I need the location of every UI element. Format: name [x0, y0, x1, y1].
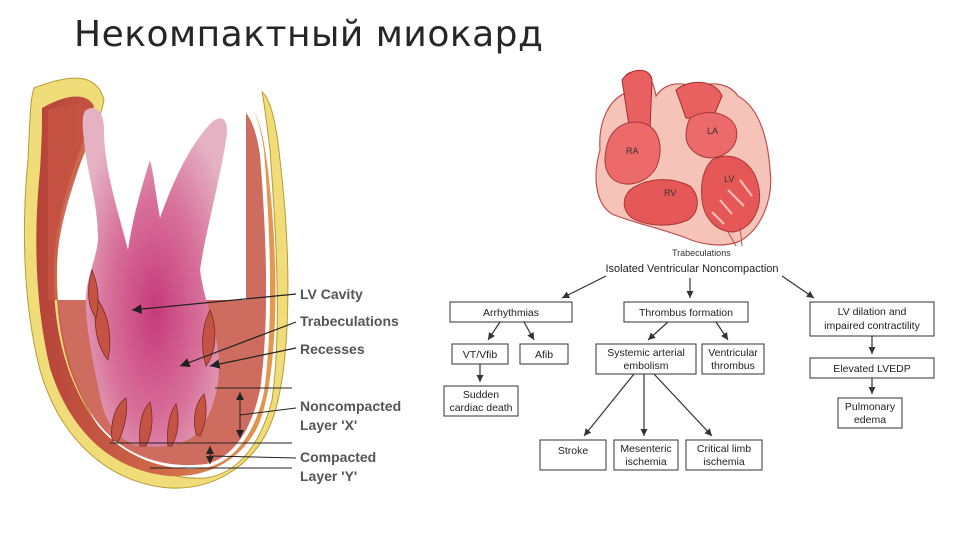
heart-label-lv: LV — [724, 174, 734, 184]
slide-title: Некомпактный миокард — [74, 14, 544, 55]
lv-cross-section: LV Cavity Trabeculations Recesses Noncom… — [23, 77, 401, 489]
right-ventricle — [623, 179, 698, 226]
box-afib — [519, 343, 569, 365]
label-noncompacted-layer: Layer 'X' — [300, 417, 357, 433]
box-mesenteric-ischemia — [613, 439, 679, 471]
text-stroke: Stroke — [558, 445, 589, 457]
box-pulmonary-edema — [837, 397, 903, 429]
text-systemic-2: embolism — [624, 360, 669, 372]
heart-label-rv: RV — [664, 188, 676, 198]
text-afib: Afib — [535, 349, 553, 361]
text-limb-1: Critical limb — [697, 443, 751, 455]
heart-label-la: LA — [707, 126, 718, 136]
box-arrhythmias — [449, 301, 573, 323]
box-critical-limb-ischemia — [685, 439, 763, 471]
text-lv-dilation-1: LV dilation and — [838, 306, 907, 318]
heart-label-ra: RA — [626, 146, 639, 156]
box-sudden-death — [443, 385, 519, 417]
trabeculations — [88, 268, 216, 447]
box-stroke — [539, 439, 607, 471]
layer-brackets — [110, 387, 297, 469]
label-pointers — [131, 293, 297, 369]
text-lv-dilation-2: impaired contractility — [824, 320, 920, 332]
text-ventricular-2: thrombus — [711, 360, 755, 372]
heart-label-trabeculations: Trabeculations — [672, 248, 731, 258]
text-thrombus: Thrombus formation — [639, 307, 733, 319]
text-mesenteric-2: ischemia — [625, 456, 667, 468]
label-trabeculations: Trabeculations — [300, 313, 399, 329]
box-ventricular-thrombus — [701, 343, 765, 375]
text-ventricular-1: Ventricular — [708, 347, 758, 359]
heart-trabeculations — [711, 179, 753, 225]
label-noncompacted: Noncompacted — [300, 398, 401, 414]
text-edema-1: Pulmonary — [845, 401, 896, 413]
box-systemic-embolism — [595, 343, 697, 375]
flow-root: Isolated Ventricular Noncompaction — [605, 263, 778, 275]
label-lv-cavity: LV Cavity — [300, 286, 363, 302]
text-arrhythmias: Arrhythmias — [483, 307, 539, 319]
text-limb-2: ischemia — [703, 456, 745, 468]
left-atrium — [685, 112, 738, 159]
box-thrombus — [623, 301, 749, 323]
label-recesses: Recesses — [300, 341, 365, 357]
text-elevated-lvedp: Elevated LVEDP — [833, 363, 910, 375]
text-mesenteric-1: Mesenteric — [620, 443, 671, 455]
text-systemic-1: Systemic arterial — [607, 347, 685, 359]
flowchart: Isolated Ventricular Noncompaction Arrhy… — [443, 263, 935, 471]
label-compacted: Compacted — [300, 449, 376, 465]
heart-illustration: LA RA LV RV Trabeculations — [595, 69, 772, 258]
label-compacted-layer: Layer 'Y' — [300, 468, 357, 484]
left-ventricle — [701, 155, 760, 233]
lv-cavity — [82, 108, 228, 447]
text-vt-vfib: VT/Vfib — [463, 349, 498, 361]
text-sudden-1: Sudden — [463, 389, 499, 401]
text-edema-2: edema — [854, 414, 886, 426]
right-atrium — [604, 121, 661, 185]
aorta — [621, 69, 653, 133]
text-sudden-2: cardiac death — [449, 402, 512, 414]
box-lv-dilation — [809, 301, 935, 337]
